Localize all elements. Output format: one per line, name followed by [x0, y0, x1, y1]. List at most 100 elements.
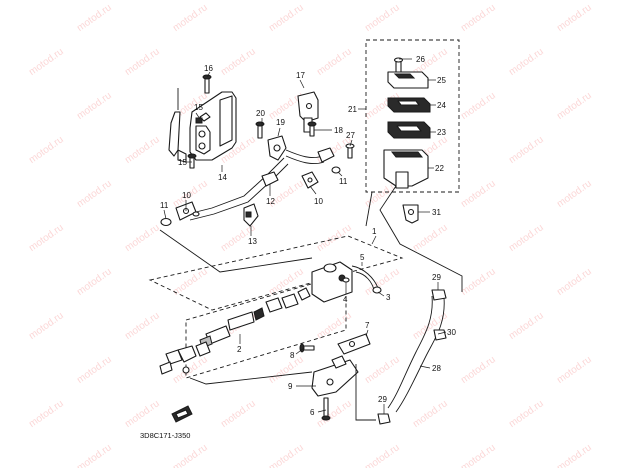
callout-31: 31	[432, 208, 441, 217]
watermark-text: motod.ru	[459, 442, 498, 468]
watermark-text: motod.ru	[363, 442, 402, 468]
leader-lines	[163, 58, 447, 414]
callout-19: 19	[276, 118, 285, 127]
part-bolt-6	[321, 397, 331, 421]
callout-18: 18	[334, 126, 343, 135]
watermark-text: motod.ru	[459, 2, 498, 34]
part-diaphragm-23	[387, 121, 431, 139]
watermark-text: motod.ru	[315, 222, 354, 254]
watermark-text: motod.ru	[123, 398, 162, 430]
watermark-text: motod.ru	[315, 398, 354, 430]
symbol-icon	[171, 405, 193, 423]
watermark-text: motod.ru	[75, 178, 114, 210]
watermark-text: motod.ru	[27, 134, 66, 166]
watermark-text: motod.ru	[459, 178, 498, 210]
watermark-text: motod.ru	[219, 398, 258, 430]
callout-7: 7	[365, 321, 370, 330]
part-union-10a	[301, 171, 319, 189]
connection-lines	[159, 185, 463, 421]
part-bolt-20	[255, 121, 265, 139]
callout-21: 21	[348, 105, 357, 114]
part-clip-12	[261, 171, 279, 187]
master-cylinder-assembly	[148, 235, 404, 379]
callout-11b: 11	[160, 201, 169, 210]
watermark-text: motod.ru	[507, 46, 546, 78]
callout-3: 3	[386, 293, 391, 302]
part-washer-11a	[331, 166, 341, 174]
watermark-text: motod.ru	[315, 46, 354, 78]
watermark-text: motod.ru	[123, 310, 162, 342]
callout-13: 13	[248, 237, 257, 246]
callout-23: 23	[437, 128, 446, 137]
part-hose-5	[351, 265, 382, 294]
watermark-text: motod.ru	[555, 90, 594, 122]
watermark-text: motod.ru	[267, 2, 306, 34]
callout-22: 22	[435, 164, 444, 173]
watermark-text: motod.ru	[507, 134, 546, 166]
part-washer-11b	[160, 217, 172, 227]
part-bracket-31	[402, 204, 419, 224]
watermark-text: motod.ru	[363, 266, 402, 298]
watermark-layer: motod.ru motod.ru motod.ru motod.ru motod.ru…	[27, 2, 594, 468]
callout-2: 2	[237, 345, 242, 354]
callout-30: 30	[447, 328, 456, 337]
watermark-text: motod.ru	[363, 2, 402, 34]
watermark-text: motod.ru	[75, 90, 114, 122]
watermark-text: motod.ru	[27, 310, 66, 342]
watermark-text: motod.ru	[411, 222, 450, 254]
reservoir-assembly	[365, 39, 460, 193]
part-clip-13	[243, 203, 259, 227]
watermark-text: motod.ru	[555, 266, 594, 298]
bracket-assembly-14	[168, 88, 237, 163]
callout-8: 8	[290, 351, 295, 360]
watermark-text: motod.ru	[363, 354, 402, 386]
callout-4: 4	[343, 295, 348, 304]
part-bolt-8	[299, 343, 315, 353]
watermark-text: motod.ru	[27, 398, 66, 430]
callout-10a: 10	[314, 197, 323, 206]
diagram-code: 3D8C171-J350	[140, 431, 190, 440]
part-reservoir-22	[383, 149, 429, 189]
callout-5: 5	[360, 253, 365, 262]
part-washer-11c	[192, 211, 200, 217]
callout-16: 16	[204, 64, 213, 73]
watermark-text: motod.ru	[219, 46, 258, 78]
callout-14: 14	[218, 173, 227, 182]
watermark-text: motod.ru	[507, 222, 546, 254]
callout-26: 26	[416, 55, 425, 64]
watermark-text: motod.ru	[75, 2, 114, 34]
part-bolt-18	[307, 121, 317, 137]
watermark-text: motod.ru	[555, 178, 594, 210]
callout-10b: 10	[182, 191, 191, 200]
watermark-text: motod.ru	[459, 354, 498, 386]
part-screw-26	[393, 57, 404, 73]
watermark-text: motod.ru	[171, 2, 210, 34]
callout-29b: 29	[378, 395, 387, 404]
watermark-text: motod.ru	[123, 46, 162, 78]
part-clamp-29a	[431, 289, 447, 301]
watermark-text: motod.ru	[75, 266, 114, 298]
watermark-text: motod.ru	[27, 222, 66, 254]
watermark-text: motod.ru	[507, 398, 546, 430]
callout-11a: 11	[339, 177, 348, 186]
part-reservoir-cap-25	[387, 71, 429, 89]
part-bolt-7	[337, 333, 371, 355]
watermark-text: motod.ru	[171, 442, 210, 468]
brake-hose-upper	[187, 147, 335, 221]
watermark-text: motod.ru	[555, 2, 594, 34]
watermark-text: motod.ru	[75, 442, 114, 468]
part-plate-24	[387, 97, 431, 113]
watermark-text: motod.ru	[411, 398, 450, 430]
watermark-text: motod.ru	[507, 310, 546, 342]
callout-29a: 29	[432, 273, 441, 282]
callout-15a: 15	[194, 103, 203, 112]
part-clamp-29b	[377, 413, 391, 425]
part-bolt-15a	[195, 117, 203, 124]
part-clamp-4	[342, 277, 350, 283]
part-bolt-16	[202, 74, 212, 94]
watermark-text: motod.ru	[459, 266, 498, 298]
reservoir-group-box	[365, 39, 460, 193]
callout-1: 1	[372, 227, 377, 236]
